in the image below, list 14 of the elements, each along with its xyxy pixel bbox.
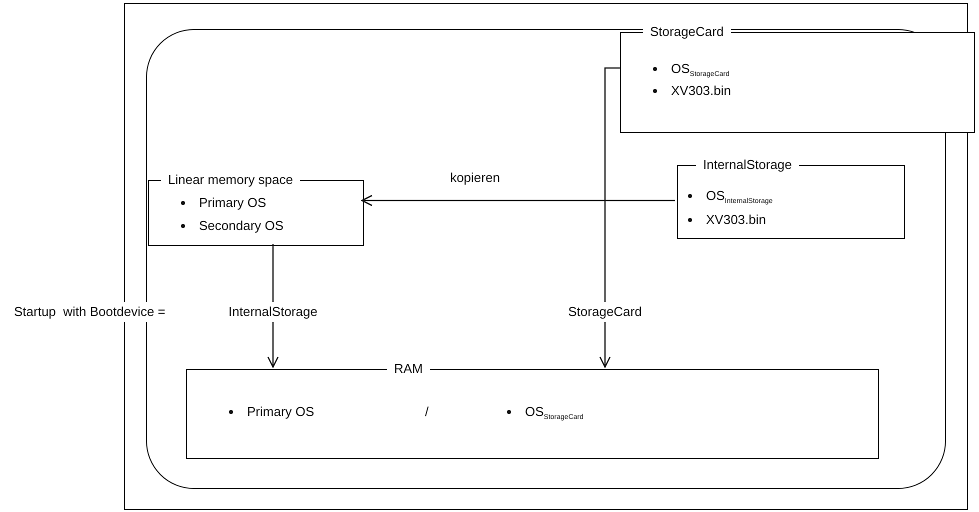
connector-arrow bbox=[599, 67, 620, 368]
bullet-item: OS$_{InternalStorage}$ bbox=[686, 188, 773, 210]
separator-text: / bbox=[425, 404, 429, 420]
connector-arrow bbox=[361, 194, 675, 206]
bullet-item: Primary OS bbox=[179, 195, 266, 211]
box-heading: StorageCard bbox=[643, 24, 731, 40]
bullet-item: Primary OS bbox=[227, 404, 314, 420]
box-heading: Linear memory space bbox=[161, 172, 300, 188]
box-heading: InternalStorage bbox=[696, 157, 799, 173]
bullet-item: Secondary OS bbox=[179, 218, 284, 234]
bullet-item: OS$_{StorageCard}$ bbox=[505, 404, 584, 426]
bullet-item: XV303.bin bbox=[686, 212, 766, 228]
bullet-item: XV303.bin bbox=[651, 83, 731, 99]
bullet-item: OS$_{StorageCard}$ bbox=[651, 61, 730, 83]
